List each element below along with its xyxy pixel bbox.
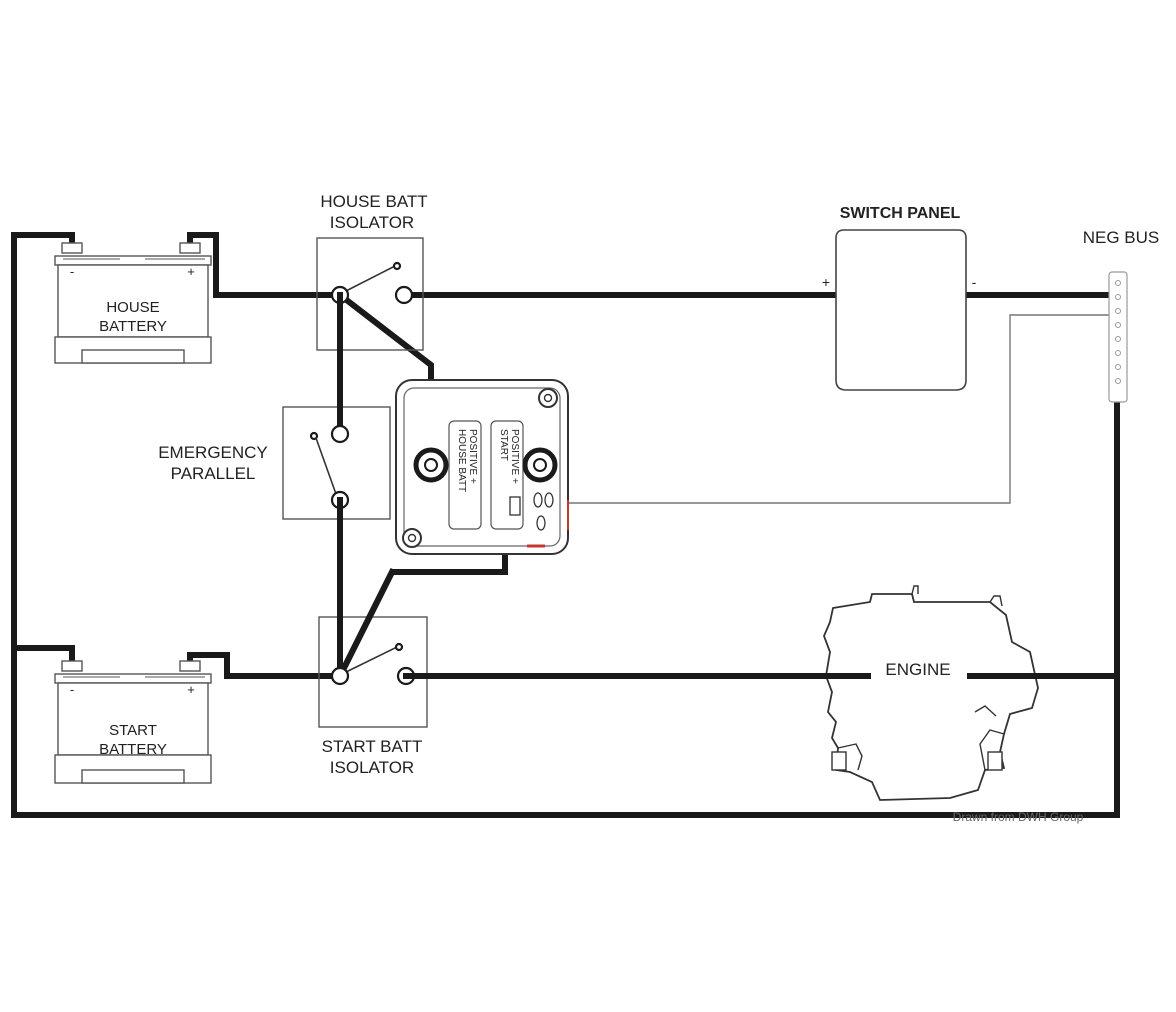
house-battery-minus-label: - bbox=[70, 264, 74, 279]
house-battery-pos-post bbox=[179, 242, 201, 254]
neg-bus-label: NEG BUS bbox=[1083, 228, 1160, 247]
start-isolator-label-2: ISOLATOR bbox=[330, 758, 414, 777]
house-isolator-label-1: HOUSE BATT bbox=[320, 192, 427, 211]
house-battery: - + HOUSE BATTERY bbox=[54, 242, 212, 364]
engine: ENGINE bbox=[403, 585, 1120, 801]
house-batt-isolator: HOUSE BATT ISOLATOR bbox=[316, 192, 428, 351]
house-battery-neg-post bbox=[61, 242, 83, 254]
start-battery: - + START BATTERY bbox=[54, 660, 212, 784]
credit-text: Drawn from DWH Group bbox=[953, 810, 1084, 824]
battery-combiner-relay: HOUSE BATT POSITIVE + START POSITIVE + bbox=[395, 379, 569, 555]
negative-main-wire bbox=[11, 232, 1120, 818]
start-battery-label-2: BATTERY bbox=[99, 741, 167, 758]
start-positive-wire bbox=[187, 652, 343, 679]
switch-panel-label: SWITCH PANEL bbox=[840, 205, 961, 222]
relay-house-label-2: POSITIVE + bbox=[467, 429, 478, 484]
relay-ground-wire bbox=[548, 314, 1117, 504]
start-battery-plus-label: + bbox=[187, 682, 195, 697]
start-battery-neg-post bbox=[61, 660, 83, 672]
relay-house-label-1: HOUSE BATT bbox=[456, 429, 467, 492]
start-isolator-label-1: START BATT bbox=[322, 737, 423, 756]
switch-panel-minus-label: - bbox=[972, 274, 977, 290]
house-battery-plus-label: + bbox=[187, 264, 195, 279]
relay-start-label-2: POSITIVE + bbox=[509, 429, 520, 484]
relay-start-label-1: START bbox=[498, 429, 509, 461]
start-battery-minus-label: - bbox=[70, 682, 74, 697]
engine-label: ENGINE bbox=[885, 660, 950, 679]
emergency-parallel-label-2: PARALLEL bbox=[171, 464, 256, 483]
house-isolator-label-2: ISOLATOR bbox=[330, 213, 414, 232]
emergency-parallel-label-1: EMERGENCY bbox=[158, 443, 268, 462]
house-positive-wire bbox=[187, 232, 343, 298]
start-battery-pos-post bbox=[179, 660, 201, 672]
switch-panel: SWITCH PANEL + - bbox=[822, 205, 977, 391]
emergency-parallel-switch: EMERGENCY PARALLEL bbox=[158, 292, 391, 522]
parallel-top-terminal bbox=[330, 424, 350, 444]
switch-panel-plus-label: + bbox=[822, 274, 830, 290]
start-isolator-common-terminal bbox=[330, 666, 350, 686]
start-battery-label-1: START bbox=[109, 722, 157, 739]
house-battery-label-2: BATTERY bbox=[99, 318, 167, 335]
start-batt-isolator: START BATT ISOLATOR bbox=[318, 497, 428, 777]
house-battery-label-1: HOUSE bbox=[106, 299, 159, 316]
neg-bus: NEG BUS bbox=[1083, 228, 1160, 403]
house-isolator-output-terminal bbox=[394, 285, 414, 305]
